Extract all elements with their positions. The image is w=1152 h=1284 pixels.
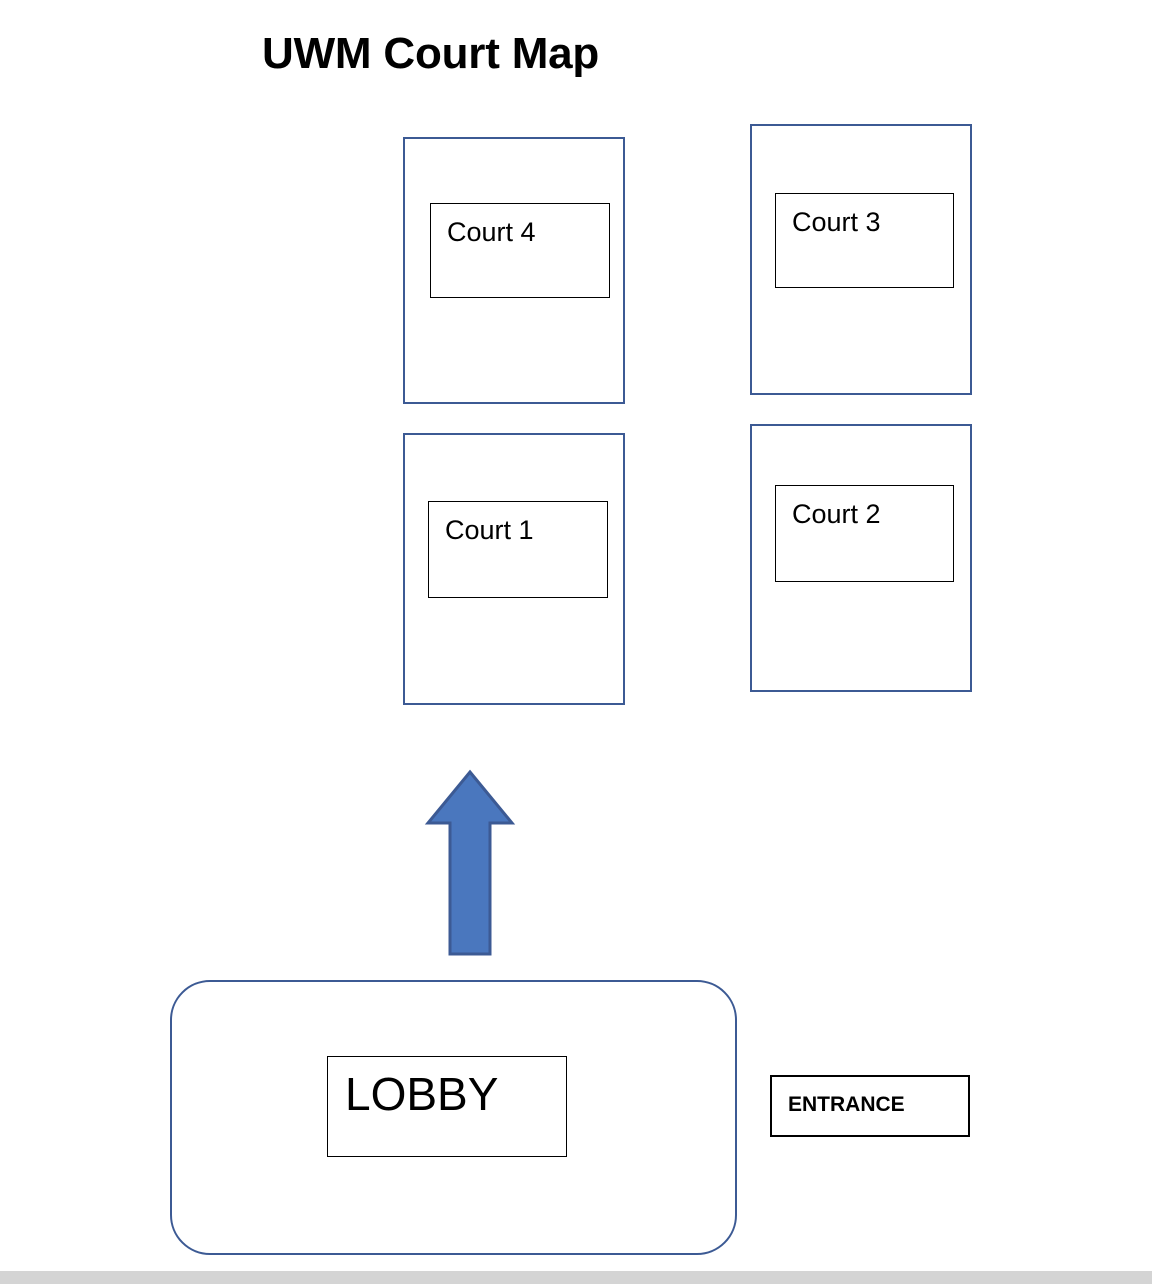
up-arrow-icon — [424, 768, 516, 958]
bottom-divider — [0, 1271, 1152, 1284]
entrance-label: ENTRANCE — [788, 1093, 905, 1116]
court-label-court-1: Court 1 — [445, 515, 534, 545]
entrance-marker[interactable]: ENTRANCE — [770, 1075, 970, 1137]
up-arrow-shape — [424, 769, 516, 956]
court-label-court-2: Court 2 — [792, 499, 881, 529]
court-label-plate-court-4[interactable]: Court 4 — [430, 203, 610, 298]
court-label-plate-court-3[interactable]: Court 3 — [775, 193, 954, 288]
court-label-plate-court-1[interactable]: Court 1 — [428, 501, 608, 598]
page-title: UWM Court Map — [262, 29, 600, 78]
lobby-label: LOBBY — [345, 1068, 499, 1120]
court-label-plate-court-2[interactable]: Court 2 — [775, 485, 954, 582]
court-label-court-4: Court 4 — [447, 217, 536, 247]
lobby-label-plate[interactable]: LOBBY — [327, 1056, 567, 1157]
court-label-court-3: Court 3 — [792, 207, 881, 237]
